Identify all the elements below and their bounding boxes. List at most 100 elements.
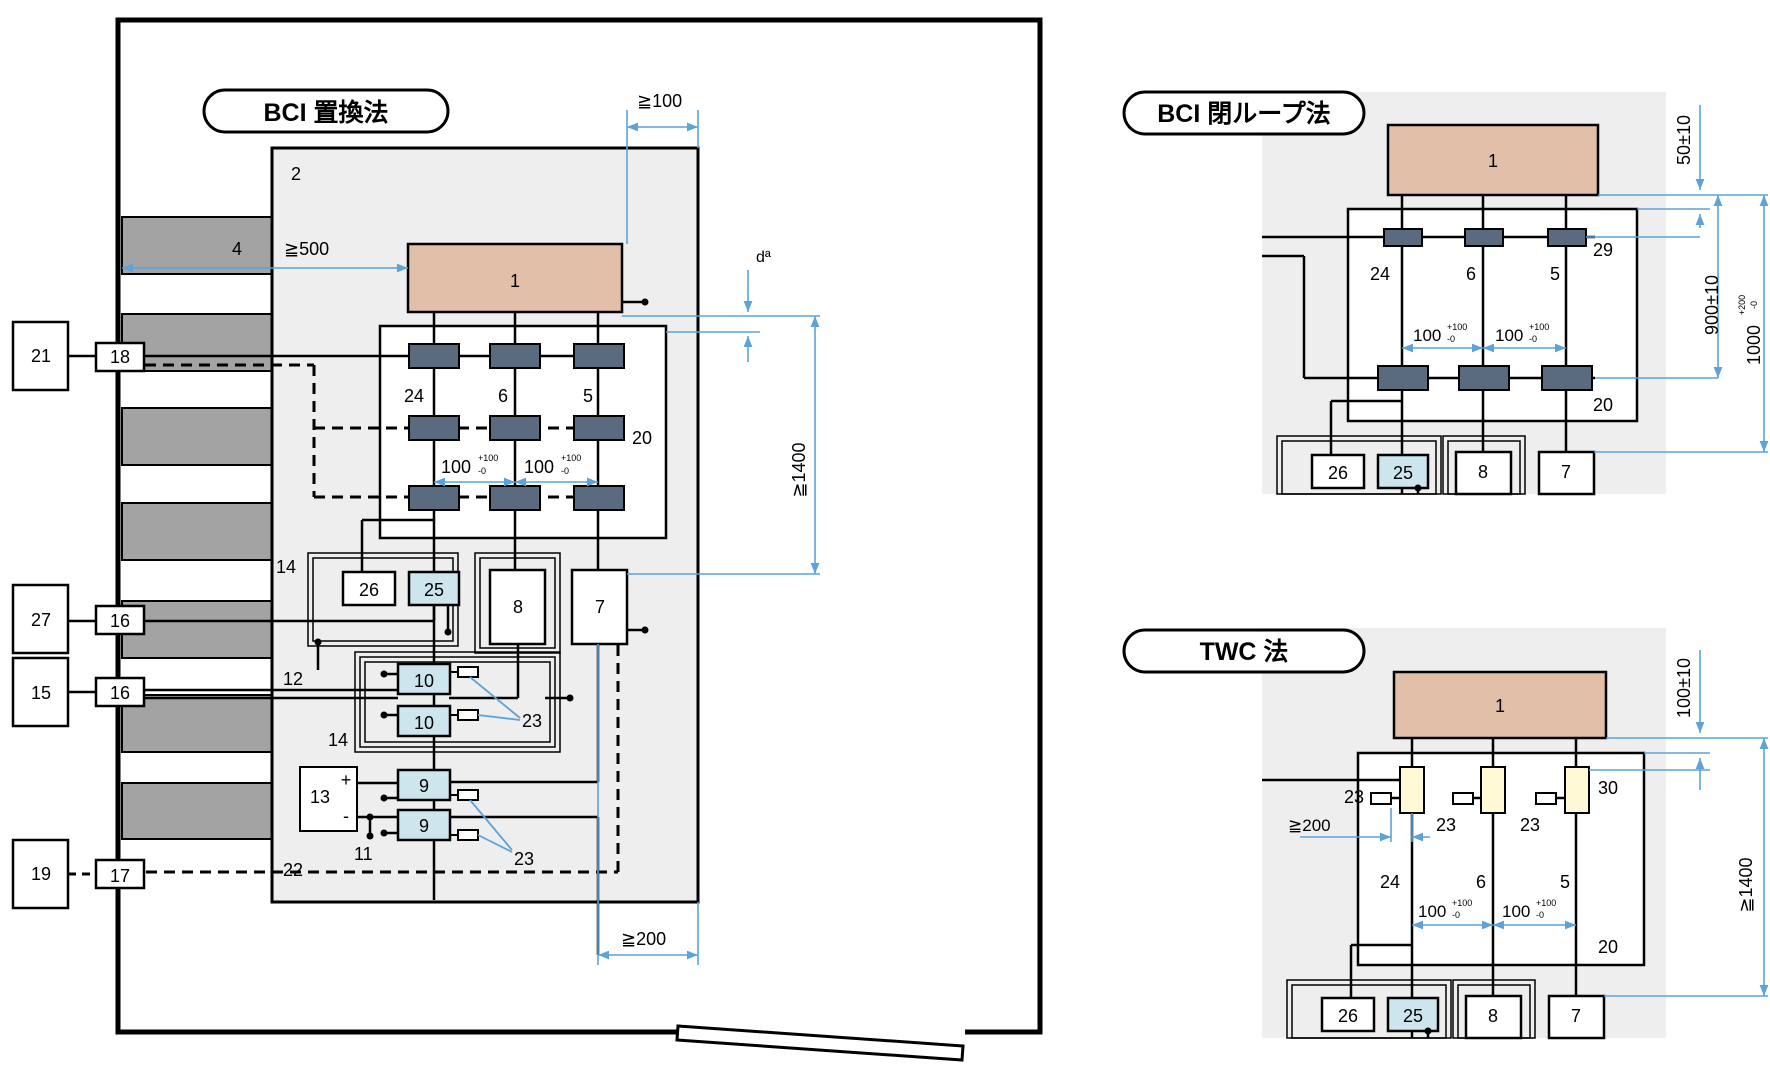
label-14-lower: 14: [328, 730, 348, 750]
label-10-lower: 10: [414, 713, 434, 733]
dim-100-b-sup: +100: [1536, 898, 1556, 908]
dim-100-b-sup: +100: [561, 453, 581, 463]
label-26: 26: [359, 580, 379, 600]
label-20: 20: [1598, 937, 1618, 957]
dim-100-b-sub: -0: [1529, 334, 1537, 344]
label-26: 26: [1338, 1006, 1358, 1026]
dut-box: [1392, 670, 1608, 740]
battery-13: [299, 766, 358, 832]
dim-100-a: 100: [441, 457, 471, 477]
label-30: 30: [1598, 778, 1618, 798]
label-10-upper: 10: [414, 671, 434, 691]
wall-blocks: [121, 216, 273, 840]
label-25: 25: [424, 580, 444, 600]
label-6: 6: [1466, 264, 1476, 284]
label-24: 24: [1370, 264, 1390, 284]
dim-1000: 1000: [1744, 325, 1764, 365]
box-9-upper: [396, 768, 452, 802]
dut-label: 1: [1495, 696, 1505, 716]
dim-100-b: 100: [524, 457, 554, 477]
closed-loop-panel: BCI 閉ループ法 1: [1122, 90, 1769, 496]
dim-da: dª: [756, 249, 771, 266]
dim-100-b: 100: [1502, 902, 1530, 921]
title-closed-loop: BCI 閉ループ法: [1157, 100, 1331, 128]
label-24: 24: [404, 386, 424, 406]
box-7: [570, 568, 629, 646]
label-4: 4: [232, 239, 242, 259]
box-7: [1537, 450, 1596, 496]
label-12: 12: [283, 669, 303, 689]
dim-100-b-sub: -0: [561, 466, 569, 476]
dim-1000-sub: -0: [1749, 301, 1759, 309]
label-5: 5: [1550, 264, 1560, 284]
label-5: 5: [583, 386, 593, 406]
dim-100-a-sub: -0: [478, 466, 486, 476]
label-22: 22: [283, 860, 303, 880]
label-8: 8: [513, 597, 523, 617]
box-25: [407, 570, 461, 607]
title-twc: TWC 法: [1200, 638, 1289, 666]
label-7: 7: [1571, 1006, 1581, 1026]
dim-100-a-sub: -0: [1447, 334, 1455, 344]
label-8: 8: [1478, 462, 1488, 482]
dim-1400: ≧1400: [789, 442, 809, 497]
dut-box: [1386, 123, 1600, 197]
dut-label: 1: [1488, 151, 1498, 171]
dim-100-a-sup: +100: [1452, 898, 1472, 908]
dim-200: ≧200: [1288, 816, 1331, 835]
label-27: 27: [31, 610, 51, 630]
dut-label: 1: [510, 271, 520, 291]
label-20: 20: [1593, 395, 1613, 415]
dashed-wires: [128, 363, 622, 874]
dim-100-b-sub: -0: [1536, 910, 1544, 920]
box-26: [341, 570, 397, 607]
label-20: 20: [632, 428, 652, 448]
label-6: 6: [1476, 872, 1486, 892]
box-9-lower: [396, 808, 452, 842]
label-25: 25: [1393, 463, 1413, 483]
harness-connectors: [408, 343, 625, 511]
box-26: [1310, 453, 1366, 490]
box-8: [1464, 994, 1523, 1040]
dim-500: ≧500: [284, 239, 329, 259]
label-17: 17: [110, 866, 130, 886]
box-10-upper: [396, 662, 452, 696]
twc-panel: TWC 法 1: [1122, 628, 1769, 1040]
dim-200-bottom: ≧200: [621, 929, 666, 949]
label-19: 19: [31, 864, 51, 884]
box-8: [488, 568, 547, 646]
box-26: [1320, 996, 1376, 1033]
title-pill: [1122, 90, 1366, 136]
label-23-lower: 23: [514, 849, 534, 869]
dim-100-a-sup: +100: [478, 453, 498, 463]
box-25: [1376, 453, 1430, 490]
dim-100-a-sub: -0: [1452, 910, 1460, 920]
dim-100-top: ≧100: [637, 91, 682, 111]
dim-100-b-sup: +100: [1529, 322, 1549, 332]
label-23-a: 23: [1344, 787, 1364, 807]
title-replacement: BCI 置換法: [263, 99, 388, 127]
battery-plus: +: [341, 770, 352, 790]
dim-100-a: 100: [1413, 326, 1441, 345]
title-pill: [202, 88, 450, 134]
label-9-upper: 9: [419, 776, 429, 796]
label-16-upper: 16: [110, 611, 130, 631]
label-16-lower: 16: [110, 683, 130, 703]
label-7: 7: [595, 597, 605, 617]
label-23-upper: 23: [522, 711, 542, 731]
box-10-lower: [396, 704, 452, 738]
box-8: [1454, 450, 1513, 496]
box-7: [1547, 994, 1606, 1040]
dim-100: 100±10: [1674, 658, 1694, 718]
label-2: 2: [291, 164, 301, 184]
battery-minus: -: [343, 806, 349, 826]
label-11: 11: [354, 844, 373, 864]
label-8: 8: [1488, 1006, 1498, 1026]
dim-1000-sup: +200: [1737, 295, 1747, 315]
label-15: 15: [31, 683, 51, 703]
label-29: 29: [1593, 240, 1613, 260]
dim-50: 50±10: [1674, 115, 1694, 165]
label-14-upper: 14: [276, 557, 296, 577]
box-25: [1386, 996, 1440, 1033]
